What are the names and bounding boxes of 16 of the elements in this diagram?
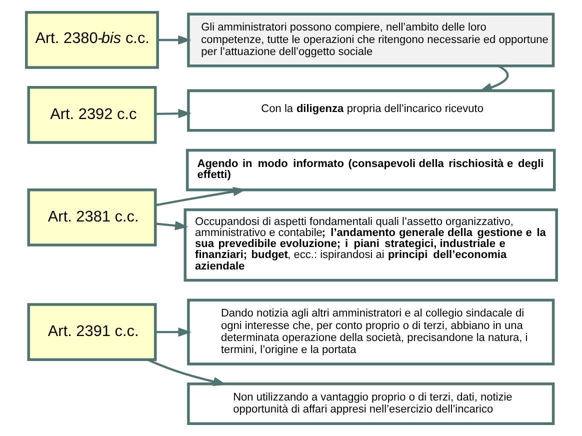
node-box: Occupandosi di aspetti fondamentali quali l’assetto organizzativo, amministrativo e contabile; l’andamento generale della gestione e la sua prevedibile evoluzione; i piani strategici, industriale e finanziari; budget, ecc.: ispirandosi ai principi dell’economia aziendale: [183, 208, 558, 282]
node-box: Con la diligenza propria dell’incarico ricevuto: [186, 89, 554, 132]
node-box: Dando notizia agli altri amministratori e al collegio sindacale di ogni interesse che, per conto proprio o di terzi, abbiano in una determinata operazione della società, precisandone la natura, i termini, l’origine e la portata: [186, 298, 554, 366]
node-box: Art. 2380-bis c.c.: [24, 11, 158, 69]
node-box: Gli amministratori possono compiere, nell’ambito delle loro competenze, tutte le operazioni che ritengono necessarie ed opportune per l’attuazione dell’oggetto sociale: [186, 12, 554, 68]
arrow: [154, 221, 188, 230]
node-box: Agendo in modo informato (consapevoli della rischiosità e degli effetti): [185, 148, 556, 192]
node-box: Art. 2381 c.c.: [26, 188, 156, 246]
node-box: Art. 2392 c.c: [26, 86, 156, 144]
arrow: [157, 35, 191, 45]
node-box: Art. 2391 c.c.: [26, 303, 156, 362]
arrow: [154, 187, 246, 206]
arrow: [155, 327, 191, 337]
node-box: Non utilizzando a vantaggio proprio o di terzi, dati, notizie opportunità di affari appresi nell’esercizio dell’incarico: [186, 382, 554, 425]
arrow: [146, 358, 226, 386]
arrow: [155, 108, 191, 118]
